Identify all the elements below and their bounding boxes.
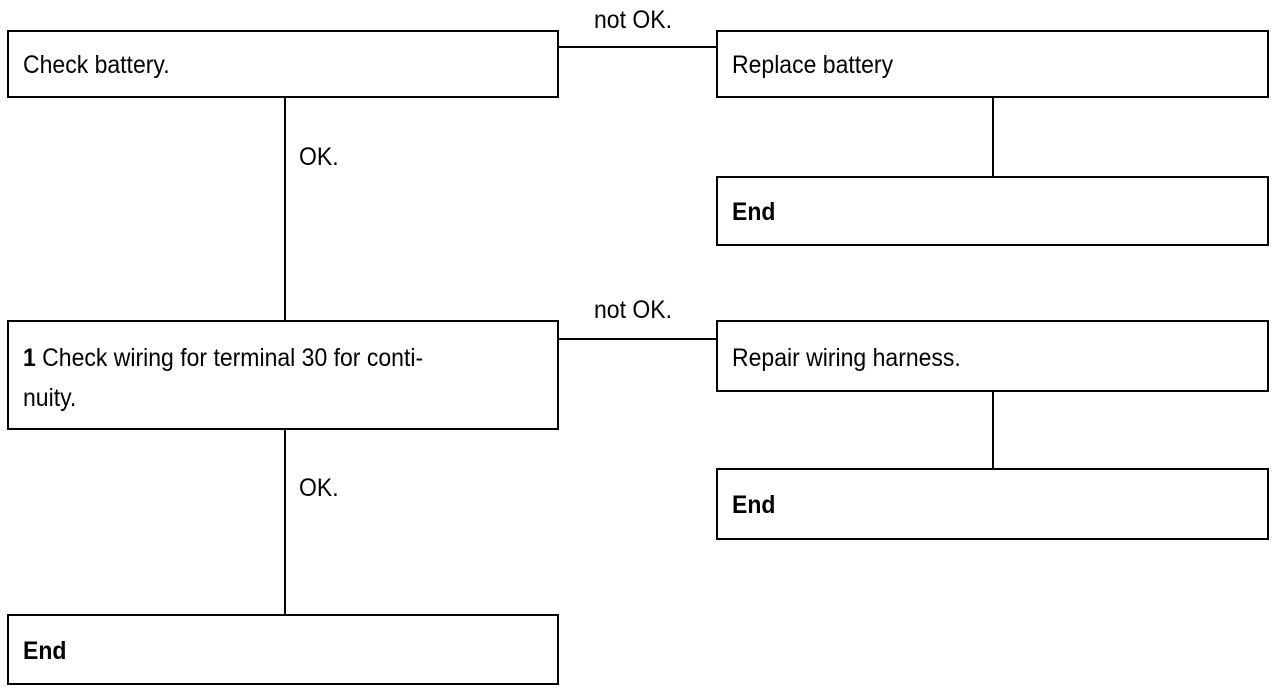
end-label: End <box>23 637 67 665</box>
branch-label-ok: OK. <box>299 474 339 502</box>
end-label: End <box>732 198 776 226</box>
step-check-battery: Check battery. <box>7 30 559 98</box>
end-label: End <box>732 491 776 519</box>
connector-wiring-to-repair <box>558 338 718 340</box>
step-replace-battery: Replace battery <box>716 30 1269 98</box>
end-after-repair: End <box>716 468 1269 540</box>
step-number: 1 <box>23 344 36 372</box>
branch-label-ok: OK. <box>299 143 339 171</box>
connector-replace-to-end <box>992 96 994 178</box>
connector-wiring-to-end <box>284 398 286 616</box>
step-1-text-line1: 1 Check wiring for terminal 30 for conti… <box>23 340 514 376</box>
step-1-text: Check wiring for terminal 30 for conti- <box>35 344 424 372</box>
step-repair-wiring-harness: Repair wiring harness. <box>716 320 1269 392</box>
end-final: End <box>7 614 559 685</box>
branch-label-not-ok: not OK. <box>594 296 672 324</box>
connector-battery-to-wiring <box>284 96 286 322</box>
connector-repair-to-end <box>992 390 994 470</box>
step-repair-text: Repair wiring harness. <box>732 344 961 372</box>
step-1-text-line2: nuity. <box>23 384 77 412</box>
step-1-check-wiring: 1 Check wiring for terminal 30 for conti… <box>7 320 559 430</box>
connector-battery-to-replace <box>558 46 718 48</box>
step-check-battery-text: Check battery. <box>23 51 170 79</box>
end-after-replace: End <box>716 176 1269 246</box>
step-replace-battery-text: Replace battery <box>732 51 894 79</box>
branch-label-not-ok: not OK. <box>594 6 672 34</box>
